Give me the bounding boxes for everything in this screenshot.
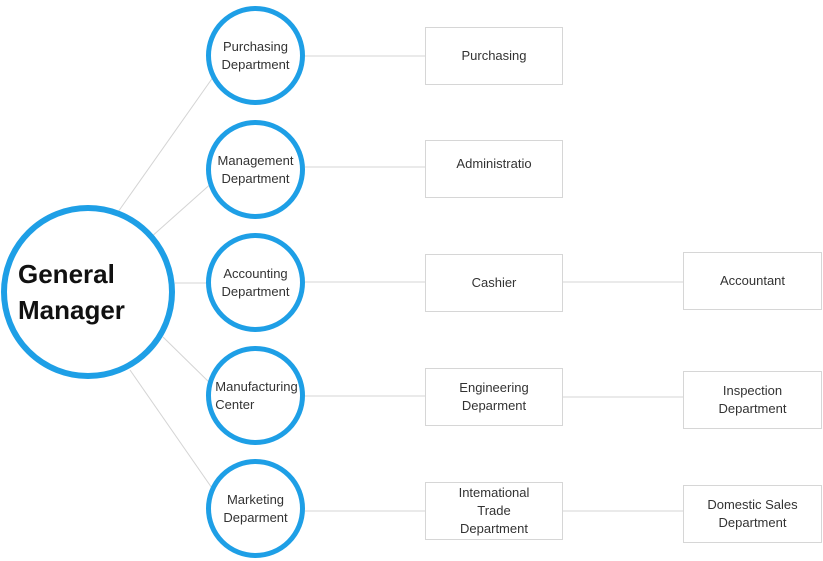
link-root-manufacturing <box>162 336 215 388</box>
accountant-label: Accountant <box>719 273 786 288</box>
cashier-unit-box[interactable]: Cashier <box>425 254 563 312</box>
purchasing-department-label: Purchasing Department <box>221 38 290 72</box>
management-department-node[interactable]: Management Department <box>206 120 305 219</box>
accounting-department-node[interactable]: Accounting Department <box>206 233 305 332</box>
accounting-department-label: Accounting Department <box>221 265 290 299</box>
general-manager-label: General Manager <box>18 259 125 325</box>
inspection-department-box[interactable]: Inspection Department <box>683 371 822 429</box>
general-manager-node[interactable]: General Manager <box>1 205 175 379</box>
purchasing-unit-label: Purchasing <box>461 48 527 63</box>
link-root-marketing <box>129 369 215 492</box>
manufacturing-center-node[interactable]: Manufacturing Center <box>206 346 305 445</box>
link-root-purchasing <box>117 72 217 213</box>
administration-unit-box[interactable]: Administratio <box>425 140 563 198</box>
domestic-sales-box[interactable]: Domestic Sales Department <box>683 485 822 543</box>
administration-unit-label: Administratio <box>456 156 532 171</box>
purchasing-unit-box[interactable]: Purchasing <box>425 27 563 85</box>
engineering-unit-label: Engineering Deparment <box>459 380 529 413</box>
accountant-box[interactable]: Accountant <box>683 252 822 310</box>
international-trade-unit-label: Intemational Trade Department <box>458 485 530 536</box>
management-department-label: Management Department <box>217 152 294 186</box>
cashier-unit-label: Cashier <box>471 275 517 290</box>
link-root-management <box>149 180 215 239</box>
international-trade-unit-box[interactable]: Intemational Trade Department <box>425 482 563 540</box>
domestic-sales-label: Domestic Sales Department <box>707 497 798 530</box>
marketing-department-label: Marketing Deparment <box>223 491 288 525</box>
manufacturing-center-label: Manufacturing Center <box>215 378 298 412</box>
marketing-department-node[interactable]: Marketing Deparment <box>206 459 305 558</box>
inspection-department-label: Inspection Department <box>718 383 787 416</box>
purchasing-department-node[interactable]: Purchasing Department <box>206 6 305 105</box>
engineering-unit-box[interactable]: Engineering Deparment <box>425 368 563 426</box>
